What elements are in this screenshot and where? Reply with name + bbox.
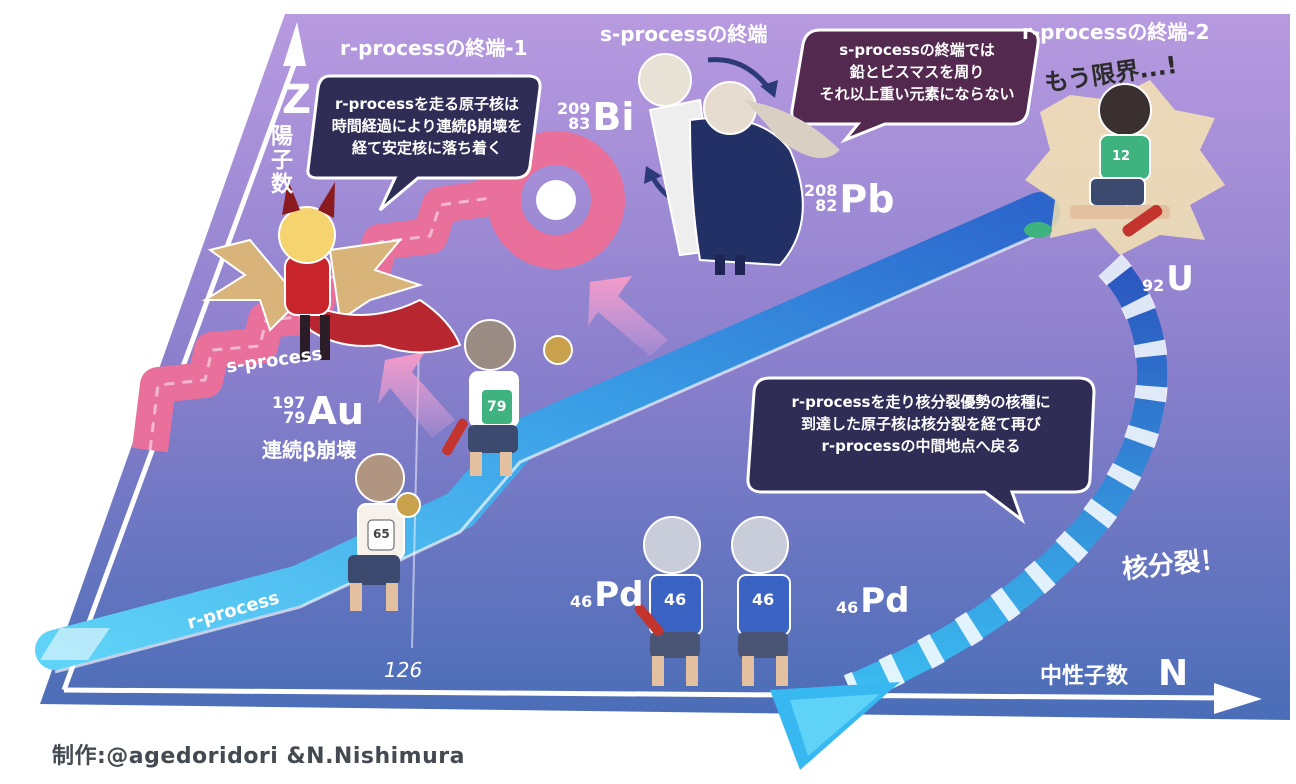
header-r-end-1: r-processの終端-1 xyxy=(340,36,528,60)
header-s-end: s-processの終端 xyxy=(600,22,768,46)
pd-left-z: 46 xyxy=(570,592,593,611)
vampire-character xyxy=(201,180,462,360)
z-axis-letter: Z xyxy=(282,77,312,123)
element-pd-right: 46 Pd xyxy=(836,584,910,618)
bubble-s-process xyxy=(790,28,1040,144)
rotation-arrow-top-head xyxy=(760,80,778,98)
jersey-runner-top: 12 xyxy=(1112,149,1131,164)
r-process-tail-chevron xyxy=(40,628,110,660)
au-mass: 197 xyxy=(272,393,306,412)
bi-symbol: Bi xyxy=(592,95,635,139)
beta-arrow-right xyxy=(588,276,668,356)
beta-decay-label: 連続β崩壊 xyxy=(262,438,357,462)
element-pd-left: 46 Pd xyxy=(570,578,644,612)
pb-bi-cycle-hole xyxy=(536,180,576,220)
pd-right-symbol: Pd xyxy=(860,581,910,621)
rotation-arrow-bottom-head xyxy=(644,166,662,184)
bi-z: 83 xyxy=(568,114,591,134)
s-process-note: s-processの終端では 鉛とビスマスを周り それ以上重い元素にならない xyxy=(819,41,1015,103)
fission-arrowhead-inner xyxy=(790,694,880,756)
n126-tick: 126 xyxy=(384,658,423,682)
bubble-fission xyxy=(746,376,1096,525)
r-process-note: r-processを走る原子核は 時間経過により連続β崩壊を 経て安定核に落ち着… xyxy=(331,95,523,157)
runner-mid xyxy=(442,319,573,476)
beta-arrow-left xyxy=(378,352,455,438)
fission-arc-dashes xyxy=(843,254,1169,705)
pb-mass: 208 xyxy=(804,181,838,200)
rotation-arrow-top xyxy=(707,57,773,92)
element-u: 92 U xyxy=(1142,262,1194,296)
r-process-band-edge xyxy=(54,232,1041,674)
fission-note: r-processを走り核分裂優勢の核種に 到達した原子核は核分裂を経て再び r… xyxy=(791,393,1051,455)
exhausted-character xyxy=(1024,83,1170,238)
bubble-r-process xyxy=(306,74,542,212)
runner-front xyxy=(348,453,421,611)
twin-runners xyxy=(634,516,791,686)
jersey-runner-front: 65 xyxy=(373,527,390,541)
u-symbol: U xyxy=(1166,259,1194,299)
z-axis-arrowhead xyxy=(283,22,306,66)
n-axis-line xyxy=(63,687,1226,701)
pd-left-symbol: Pd xyxy=(594,575,644,615)
r-process-band xyxy=(35,192,1060,670)
header-r-end-2: r-processの終端-2 xyxy=(1022,20,1210,44)
z-axis-label: 陽子数 xyxy=(267,124,292,196)
jersey-runner-mid: 79 xyxy=(487,399,507,415)
u-z: 92 xyxy=(1142,276,1165,295)
jersey-twin-left: 46 xyxy=(664,590,687,609)
pb-bi-cycle xyxy=(487,131,625,269)
jersey-twin-right: 46 xyxy=(752,590,775,609)
au-z: 79 xyxy=(283,408,306,428)
n-axis-arrowhead xyxy=(1214,683,1262,714)
n-axis-letter: N xyxy=(1158,653,1189,694)
au-symbol: Au xyxy=(307,389,364,433)
bi-mass: 209 xyxy=(557,99,591,118)
n-axis-label: 中性子数 xyxy=(1040,664,1129,689)
pb-symbol: Pb xyxy=(839,177,895,221)
credit-line: 制作:@agedoridori &N.Nishimura xyxy=(52,744,465,769)
pd-right-z: 46 xyxy=(836,598,859,617)
pb-z: 82 xyxy=(815,196,838,216)
s-process-path-outline xyxy=(148,159,507,451)
scientist-pair xyxy=(638,53,840,275)
